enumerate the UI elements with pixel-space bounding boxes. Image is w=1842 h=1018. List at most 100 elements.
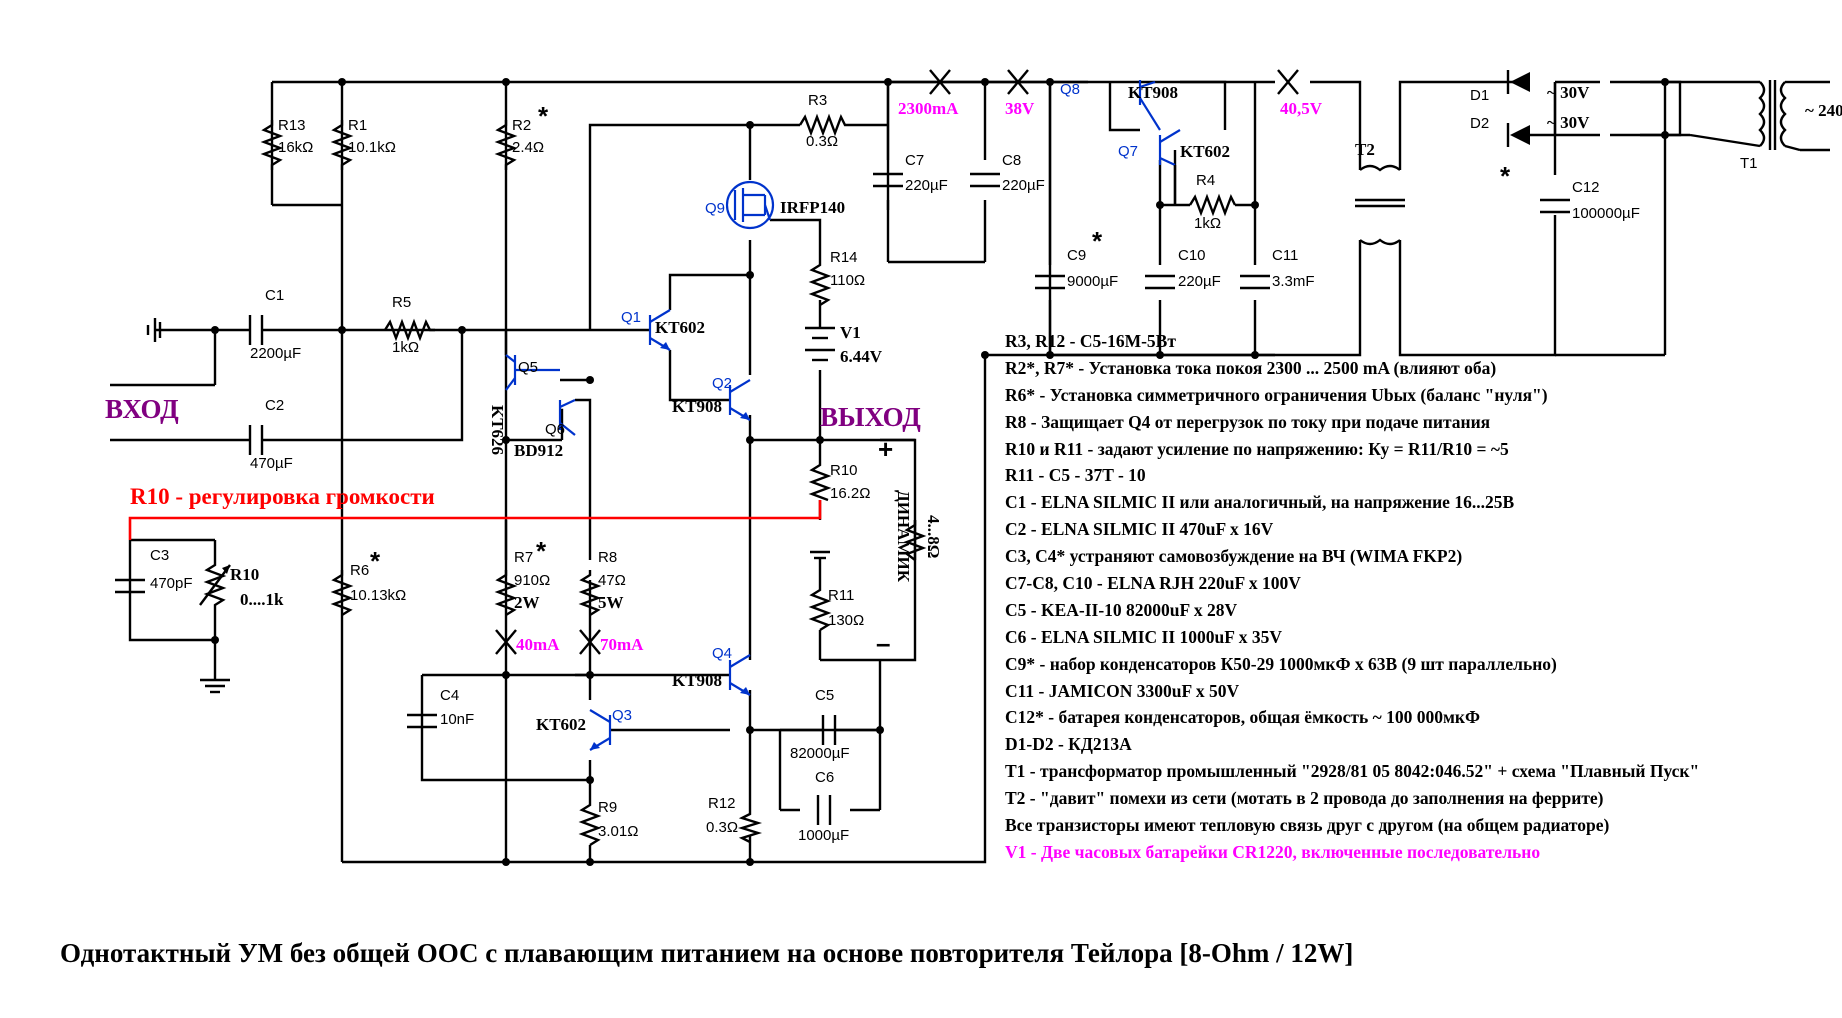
- label-r9-value: 3.01Ω: [598, 823, 638, 840]
- label-q2: Q2: [712, 375, 732, 392]
- label-30v-b: ~ 30V: [1547, 113, 1590, 132]
- label-q8-type: KT908: [1128, 83, 1178, 102]
- label-out-plus: +: [878, 434, 893, 464]
- capacitors: [115, 172, 1570, 825]
- label-c3: C3: [150, 547, 169, 564]
- note-line: R2*, R7* - Установка тока покоя 2300 ...…: [1005, 357, 1497, 378]
- note-line: T1 - трансформатор промышленный "2928/81…: [1005, 761, 1700, 782]
- label-c12-value: 100000µF: [1572, 205, 1640, 222]
- note-line: C5 - KEA-II-10 82000uF x 28V: [1005, 599, 1238, 620]
- note-line: D1-D2 - КД213А: [1005, 734, 1132, 755]
- resistor-r13: [260, 120, 284, 170]
- svg-text:*: *: [370, 546, 381, 576]
- diode-d2: [1510, 125, 1530, 145]
- resistor-r2: [494, 120, 518, 170]
- wires: [110, 80, 1830, 864]
- svg-text:*: *: [1500, 161, 1511, 191]
- label-c2: C2: [265, 397, 284, 414]
- input-heading: ВХОД: [105, 394, 179, 424]
- junctions: [211, 78, 1669, 866]
- resistor-r10: [808, 460, 832, 502]
- label-c11: C11: [1272, 247, 1298, 264]
- note-line: C11 - JAMICON 3300uF x 50V: [1005, 680, 1240, 701]
- component-notes: R3, R12 - C5-16M-5Вт R2*, R7* - Установк…: [1005, 328, 1699, 866]
- note-line: C6 - ELNA SILMIC II 1000uF x 35V: [1005, 626, 1282, 647]
- label-r2-value: 2.4Ω: [512, 139, 544, 156]
- label-c1-value: 2200µF: [250, 345, 301, 362]
- note-line: C3, C4* устраняют самовозбуждение на ВЧ …: [1005, 546, 1463, 567]
- label-speaker-value: 4...8Ω: [924, 515, 943, 558]
- transistor-q3: [589, 709, 612, 751]
- label-c5: C5: [815, 687, 834, 704]
- transistor-q6: [558, 399, 576, 436]
- label-r10-pot: R10: [230, 565, 259, 584]
- label-q3: Q3: [612, 707, 632, 724]
- label-r7-value: 910Ω: [514, 572, 550, 589]
- component-labels: R13 16kΩ R1 10.1kΩ R2 2.4Ω R3 0.3Ω R14 1…: [150, 81, 1842, 844]
- schematic-caption: Однотактный УМ без общей ООС с плавающим…: [60, 938, 1354, 968]
- label-r13: R13: [278, 117, 306, 134]
- label-c6-value: 1000µF: [798, 827, 849, 844]
- label-c8-value: 220µF: [1002, 177, 1045, 194]
- note-line: R11 - C5 - 37T - 10: [1005, 465, 1146, 486]
- label-r3: R3: [808, 92, 827, 109]
- label-q4: Q4: [712, 645, 732, 662]
- label-r11-value: 130Ω: [828, 612, 864, 629]
- label-r13-value: 16kΩ: [278, 139, 313, 156]
- measurement-marks: [495, 69, 1299, 655]
- label-q5: Q5: [518, 359, 538, 376]
- measure-current-70: 70mA: [600, 635, 644, 654]
- label-q8: Q8: [1060, 81, 1080, 98]
- resistor-r3: [798, 113, 850, 137]
- measure-voltage-405: 40,5V: [1280, 99, 1323, 118]
- note-line: C9* - набор конденсаторов К50-29 1000мкФ…: [1005, 653, 1557, 674]
- label-q6-type: BD912: [514, 441, 563, 460]
- label-r7: R7: [514, 549, 533, 566]
- label-c6: C6: [815, 769, 834, 786]
- transistor-q7: [1158, 129, 1181, 205]
- note-line: Все транзисторы имеют тепловую связь дру…: [1005, 815, 1610, 836]
- label-r14-value: 110Ω: [830, 272, 865, 289]
- resistor-r8: [578, 570, 602, 617]
- transistors: [505, 80, 1181, 751]
- label-240v: ~ 240V: [1805, 101, 1842, 120]
- label-r1: R1: [348, 117, 367, 134]
- label-r2: R2: [512, 117, 531, 134]
- resistor-r1: [330, 120, 354, 170]
- label-c5-value: 82000µF: [790, 745, 850, 762]
- measure-voltage-38: 38V: [1005, 99, 1035, 118]
- label-c10-value: 220µF: [1178, 273, 1221, 290]
- label-q4-type: KT908: [672, 671, 722, 690]
- label-c12: C12: [1572, 179, 1600, 196]
- label-t2: T2: [1355, 140, 1375, 159]
- label-r1-value: 10.1kΩ: [348, 139, 396, 156]
- output-heading: ВЫХОД: [820, 402, 921, 432]
- note-line: C1 - ELNA SILMIC II или аналогичный, на …: [1005, 492, 1515, 513]
- transistor-q9: [725, 180, 775, 230]
- resistor-r6: [330, 570, 354, 617]
- label-r7-power: 2W: [514, 593, 540, 612]
- label-r5: R5: [392, 294, 411, 311]
- label-d2: D2: [1470, 115, 1489, 132]
- label-c11-value: 3.3mF: [1272, 273, 1315, 290]
- measurements: 2300mA 38V 40,5V 40mA 70mA: [516, 99, 1323, 654]
- transistor-q4: [728, 654, 751, 696]
- note-line: C7-C8, C10 - ELNA RJH 220uF x 100V: [1005, 573, 1301, 594]
- headings: ВХОД ВЫХОД R10 - регулировка громкости: [105, 394, 921, 509]
- label-c7: C7: [905, 152, 924, 169]
- adjust-stars: * * * * *: [370, 101, 1511, 576]
- label-q5-type: KT626: [488, 405, 507, 455]
- symbols: [146, 69, 1801, 694]
- label-v1: V1: [840, 323, 861, 342]
- label-r6: R6: [350, 562, 369, 579]
- label-c9-value: 9000µF: [1067, 273, 1118, 290]
- label-r10-value: 16.2Ω: [830, 485, 870, 502]
- label-r10-pot-value: 0....1k: [240, 590, 284, 609]
- transistor-q2: [728, 379, 751, 421]
- resistors: [199, 113, 1237, 847]
- label-c7-value: 220µF: [905, 177, 948, 194]
- label-r3-value: 0.3Ω: [806, 133, 838, 150]
- transformer-t2: [1355, 164, 1405, 246]
- svg-text:*: *: [536, 536, 547, 566]
- label-c1: C1: [265, 287, 284, 304]
